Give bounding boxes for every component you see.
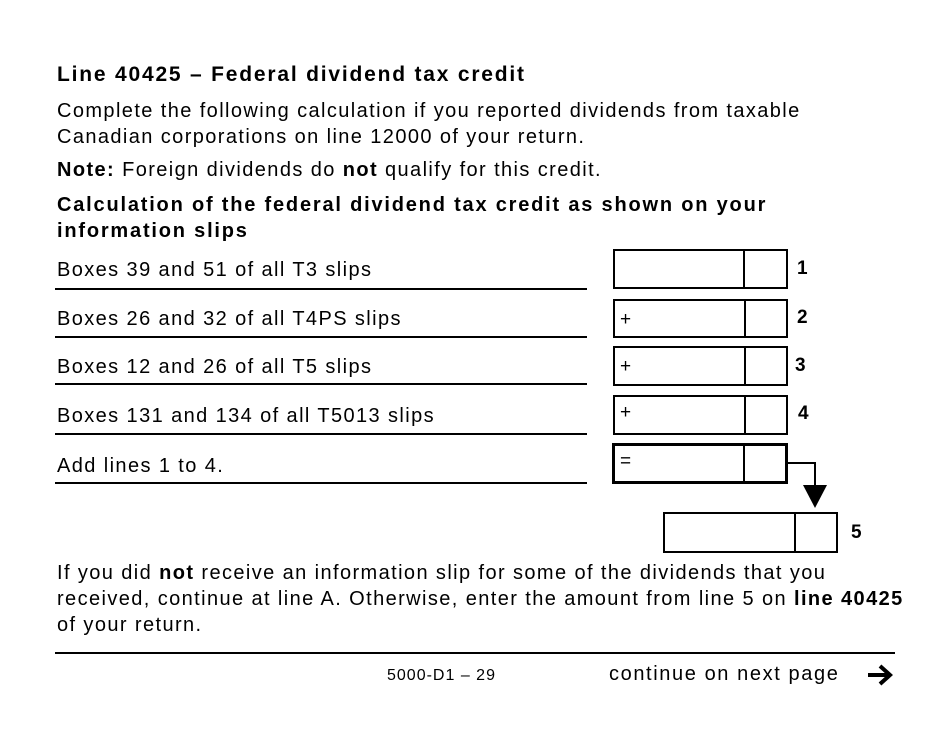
amount-field-line-2[interactable]: + [613,299,788,338]
cents-divider [744,301,746,336]
cents-divider [744,348,746,384]
note-text-after: qualify for this credit. [385,159,603,181]
cents-divider [794,514,796,551]
continue-text: continue on next page [609,663,840,685]
page-identifier: 5000-D1 – 29 [387,667,496,684]
footer-rule [55,652,895,654]
row-label-line-2: Boxes 26 and 32 of all T4PS slips [57,308,402,330]
row-label-line-4: Boxes 131 and 134 of all T5013 slips [57,405,436,427]
closing-emphasis-not: not [159,562,195,584]
cents-divider [743,251,745,287]
page-title: Line 40425 – Federal dividend tax credit [57,63,526,86]
line-number-2: 2 [797,307,808,328]
row-label-line-3: Boxes 12 and 26 of all T5 slips [57,356,373,378]
closing-text-1: If you did [57,562,153,584]
note-emphasis: not [342,159,379,181]
row-rule-line-4 [55,433,587,435]
right-arrow-icon [868,664,893,686]
closing-text-2: receive an information slip for some of … [57,562,827,610]
closing-text: If you did not receive an information sl… [57,560,907,638]
row-label-add-lines: Add lines 1 to 4. [57,455,225,477]
plus-operator: + [620,309,632,330]
row-rule-line-3 [55,383,587,385]
note: Note: Foreign dividends do not qualify f… [57,157,897,183]
cents-divider [743,446,745,481]
amount-field-line-5[interactable] [663,512,838,553]
note-text-before: Foreign dividends do [122,159,336,181]
row-rule-add-lines [55,482,587,484]
amount-field-subtotal[interactable]: = [612,443,788,484]
line-number-1: 1 [797,258,808,279]
line-number-4: 4 [798,403,809,424]
intro-text: Complete the following calculation if yo… [57,100,801,148]
line-number-3: 3 [795,355,806,376]
row-rule-line-2 [55,336,587,338]
amount-field-line-3[interactable]: + [613,346,788,386]
note-label: Note: [57,159,116,181]
amount-field-line-4[interactable]: + [613,395,788,435]
amount-field-line-1[interactable] [613,249,788,289]
calculation-heading: Calculation of the federal dividend tax … [57,194,768,242]
row-label-line-1: Boxes 39 and 51 of all T3 slips [57,259,373,281]
down-arrow-icon [788,462,827,508]
closing-text-3: of your return. [57,614,203,636]
equals-operator: = [620,451,632,472]
plus-operator: + [620,356,632,377]
row-rule-line-1 [55,288,587,290]
line-number-5: 5 [851,522,862,543]
closing-emphasis-line: line 40425 [794,588,904,610]
plus-operator: + [620,402,632,423]
cents-divider [744,397,746,433]
